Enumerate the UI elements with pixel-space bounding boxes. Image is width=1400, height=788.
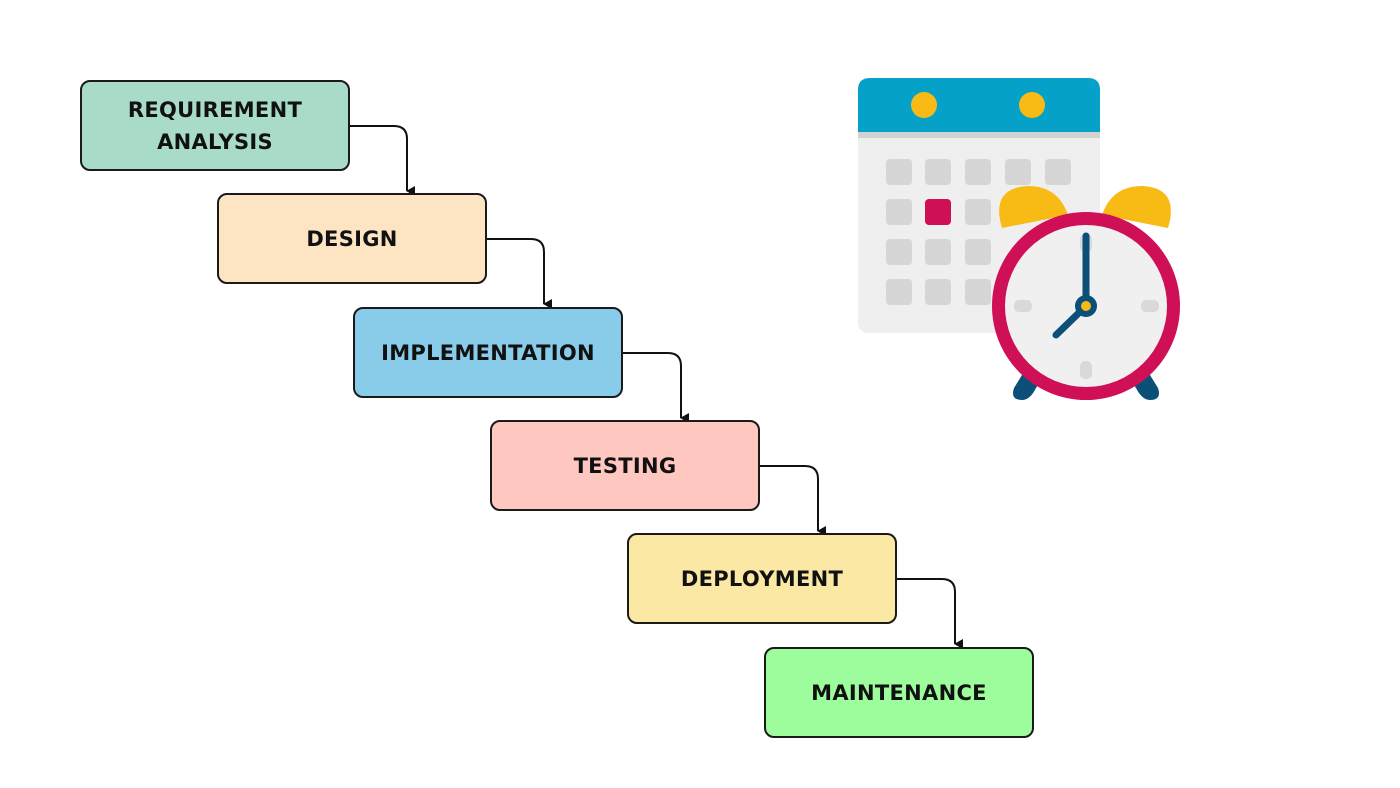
connector-1 xyxy=(350,125,415,196)
schedule-illustration xyxy=(858,78,1180,400)
alarm-clock-icon xyxy=(992,186,1180,400)
step-label: IMPLEMENTATION xyxy=(381,340,595,365)
step-label: REQUIREMENT ANALYSIS xyxy=(127,97,303,154)
step-implementation: IMPLEMENTATION xyxy=(353,307,623,398)
step-maintenance: MAINTENANCE xyxy=(764,647,1034,738)
step-requirement-analysis: REQUIREMENT ANALYSIS xyxy=(80,80,350,171)
step-design: DESIGN xyxy=(217,193,487,284)
connector-3 xyxy=(623,352,689,423)
connector-5 xyxy=(897,578,963,649)
connector-4 xyxy=(760,465,826,536)
step-label: DEPLOYMENT xyxy=(680,566,844,591)
step-label: DESIGN xyxy=(306,226,398,251)
connector-2 xyxy=(487,238,552,309)
step-label: TESTING xyxy=(573,453,677,478)
step-label: MAINTENANCE xyxy=(811,680,987,705)
step-testing: TESTING xyxy=(490,420,760,511)
step-deployment: DEPLOYMENT xyxy=(627,533,897,624)
